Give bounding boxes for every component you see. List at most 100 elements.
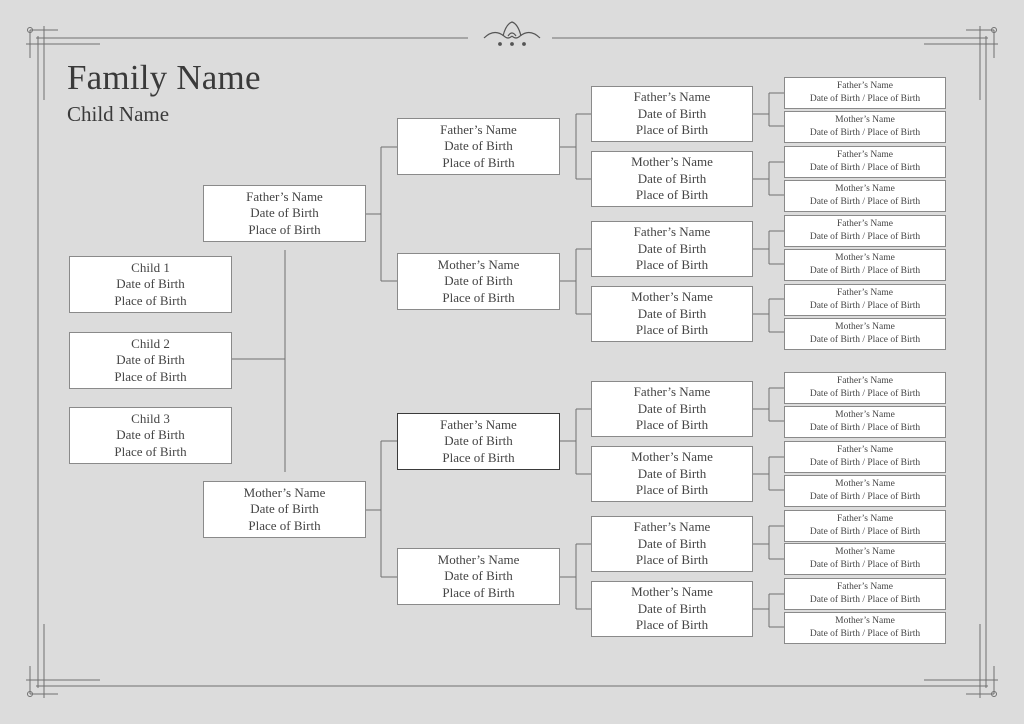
birth-date: Date of Birth (250, 501, 319, 517)
person-name: Father’s Name (440, 416, 517, 432)
great-great-grandparent-card[interactable]: Father’s Name Date of Birth / Place of B… (784, 146, 946, 178)
great-great-grandparent-card[interactable]: Mother’s Name Date of Birth / Place of B… (784, 406, 946, 438)
birth-place: Place of Birth (114, 292, 187, 308)
grandparent-card[interactable]: Father’s Name Date of Birth Place of Bir… (397, 118, 560, 175)
person-name: Mother’s Name (835, 184, 895, 194)
birth-details: Date of Birth / Place of Birth (809, 595, 921, 605)
birth-date: Date of Birth (637, 465, 707, 481)
birth-place: Place of Birth (442, 154, 515, 170)
person-name: Mother’s Name (437, 256, 520, 272)
person-name: Father’s Name (836, 81, 894, 91)
birth-date: Date of Birth (444, 433, 513, 449)
birth-place: Place of Birth (635, 257, 709, 273)
great-grandparent-card[interactable]: Mother’s Name Date of Birth Place of Bir… (591, 581, 753, 637)
person-name: Mother’s Name (835, 322, 895, 332)
great-great-grandparent-card[interactable]: Father’s Name Date of Birth / Place of B… (784, 215, 946, 247)
person-name: Mother’s Name (631, 584, 713, 600)
ornament-icon (483, 21, 541, 46)
great-great-grandparent-card[interactable]: Mother’s Name Date of Birth / Place of B… (784, 111, 946, 143)
birth-date: Date of Birth (444, 138, 513, 154)
great-grandparent-card[interactable]: Father’s Name Date of Birth Place of Bir… (591, 221, 753, 277)
great-grandparent-card[interactable]: Mother’s Name Date of Birth Place of Bir… (591, 286, 753, 342)
birth-details: Date of Birth / Place of Birth (809, 560, 921, 570)
person-name: Mother’s Name (631, 154, 713, 170)
grandparent-card[interactable]: Mother’s Name Date of Birth Place of Bir… (397, 548, 560, 605)
birth-details: Date of Birth / Place of Birth (809, 128, 921, 138)
child-name-subtitle: Child Name (67, 102, 170, 126)
person-name: Father’s Name (836, 376, 894, 386)
child-card[interactable]: Child 2 Date of Birth Place of Birth (69, 332, 232, 389)
birth-details: Date of Birth / Place of Birth (809, 492, 921, 502)
birth-place: Place of Birth (248, 517, 321, 533)
great-great-grandparent-card[interactable]: Mother’s Name Date of Birth / Place of B… (784, 249, 946, 281)
birth-place: Place of Birth (114, 443, 187, 459)
person-name: Child 1 (131, 259, 170, 275)
birth-place: Place of Birth (635, 417, 709, 433)
great-grandparent-card[interactable]: Father’s Name Date of Birth Place of Bir… (591, 516, 753, 572)
birth-date: Date of Birth (637, 105, 707, 121)
great-great-grandparent-card[interactable]: Father’s Name Date of Birth / Place of B… (784, 441, 946, 473)
birth-date: Date of Birth (637, 305, 707, 321)
birth-details: Date of Birth / Place of Birth (809, 335, 921, 345)
person-name: Father’s Name (836, 514, 894, 524)
person-name: Father’s Name (633, 384, 711, 400)
person-name: Mother’s Name (835, 479, 895, 489)
mother-card[interactable]: Mother’s Name Date of Birth Place of Bir… (203, 481, 366, 538)
birth-place: Place of Birth (635, 482, 709, 498)
person-name: Mother’s Name (835, 616, 895, 626)
birth-details: Date of Birth / Place of Birth (809, 458, 921, 468)
great-great-grandparent-card[interactable]: Mother’s Name Date of Birth / Place of B… (784, 318, 946, 350)
person-name: Father’s Name (246, 188, 323, 204)
birth-date: Date of Birth (637, 170, 707, 186)
grandparent-card[interactable]: Mother’s Name Date of Birth Place of Bir… (397, 253, 560, 310)
person-name: Mother’s Name (243, 484, 326, 500)
birth-place: Place of Birth (635, 552, 709, 568)
birth-date: Date of Birth (116, 352, 185, 368)
person-name: Mother’s Name (835, 547, 895, 557)
birth-place: Place of Birth (442, 584, 515, 600)
great-grandparent-card[interactable]: Father’s Name Date of Birth Place of Bir… (591, 381, 753, 437)
birth-place: Place of Birth (635, 617, 709, 633)
person-name: Mother’s Name (835, 115, 895, 125)
birth-details: Date of Birth / Place of Birth (809, 266, 921, 276)
child-card[interactable]: Child 3 Date of Birth Place of Birth (69, 407, 232, 464)
great-great-grandparent-card[interactable]: Mother’s Name Date of Birth / Place of B… (784, 475, 946, 507)
birth-date: Date of Birth (637, 535, 707, 551)
great-great-grandparent-card[interactable]: Father’s Name Date of Birth / Place of B… (784, 578, 946, 610)
great-grandparent-card[interactable]: Mother’s Name Date of Birth Place of Bir… (591, 446, 753, 502)
great-great-grandparent-card[interactable]: Father’s Name Date of Birth / Place of B… (784, 77, 946, 109)
birth-details: Date of Birth / Place of Birth (809, 301, 921, 311)
birth-date: Date of Birth (116, 276, 185, 292)
birth-date: Date of Birth (116, 427, 185, 443)
person-name: Father’s Name (836, 445, 894, 455)
child-card[interactable]: Child 1 Date of Birth Place of Birth (69, 256, 232, 313)
person-name: Father’s Name (836, 150, 894, 160)
great-great-grandparent-card[interactable]: Mother’s Name Date of Birth / Place of B… (784, 543, 946, 575)
birth-place: Place of Birth (635, 187, 709, 203)
person-name: Child 2 (131, 335, 170, 351)
great-great-grandparent-card[interactable]: Father’s Name Date of Birth / Place of B… (784, 510, 946, 542)
great-great-grandparent-card[interactable]: Father’s Name Date of Birth / Place of B… (784, 372, 946, 404)
grandparent-card[interactable]: Father’s Name Date of Birth Place of Bir… (397, 413, 560, 470)
birth-details: Date of Birth / Place of Birth (809, 94, 921, 104)
birth-date: Date of Birth (637, 400, 707, 416)
person-name: Mother’s Name (835, 410, 895, 420)
great-grandparent-card[interactable]: Mother’s Name Date of Birth Place of Bir… (591, 151, 753, 207)
birth-place: Place of Birth (248, 221, 321, 237)
birth-details: Date of Birth / Place of Birth (809, 163, 921, 173)
great-grandparent-card[interactable]: Father’s Name Date of Birth Place of Bir… (591, 86, 753, 142)
great-great-grandparent-card[interactable]: Father’s Name Date of Birth / Place of B… (784, 284, 946, 316)
birth-details: Date of Birth / Place of Birth (809, 527, 921, 537)
birth-date: Date of Birth (637, 600, 707, 616)
family-name-title: Family Name (67, 58, 261, 97)
person-name: Father’s Name (633, 224, 711, 240)
person-name: Father’s Name (836, 219, 894, 229)
person-name: Father’s Name (440, 121, 517, 137)
person-name: Father’s Name (633, 519, 711, 535)
person-name: Mother’s Name (835, 253, 895, 263)
great-great-grandparent-card[interactable]: Mother’s Name Date of Birth / Place of B… (784, 612, 946, 644)
birth-details: Date of Birth / Place of Birth (809, 232, 921, 242)
father-card[interactable]: Father’s Name Date of Birth Place of Bir… (203, 185, 366, 242)
great-great-grandparent-card[interactable]: Mother’s Name Date of Birth / Place of B… (784, 180, 946, 212)
birth-details: Date of Birth / Place of Birth (809, 197, 921, 207)
